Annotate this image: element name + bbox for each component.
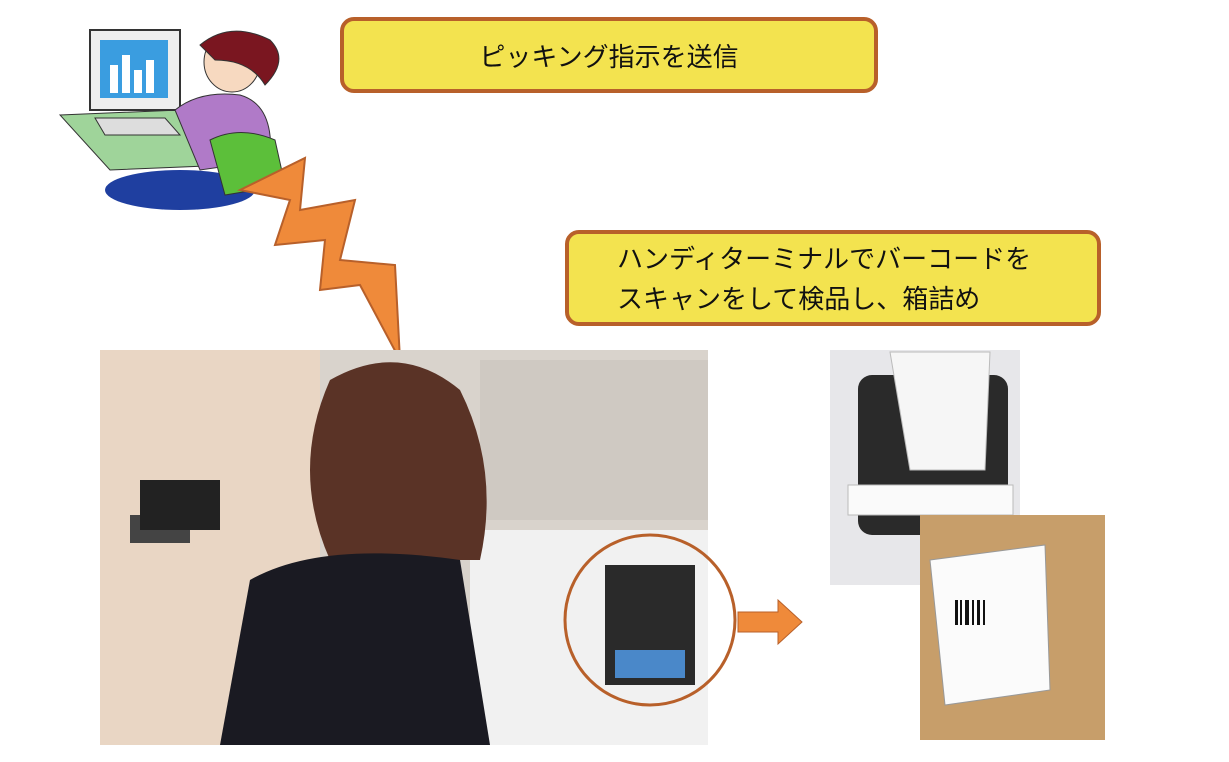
send-picking-instruction-label: ピッキング指示を送信 (340, 17, 878, 93)
middle-label-line-1: ハンディターミナルでバーコードを (617, 245, 1032, 275)
right-arrow-icon (737, 598, 803, 646)
warehouse-picking-photo (100, 350, 708, 745)
shipping-box-label-photo (920, 515, 1105, 740)
operator-computer-clipart (58, 29, 286, 210)
lightning-bolt-icon (236, 156, 401, 361)
scan-and-pack-label: ハンディターミナルでバーコードを スキャンをして検品し、箱詰め (565, 230, 1101, 326)
middle-label-line-2: スキャンをして検品し、箱詰め (617, 285, 981, 315)
top-label-text: ピッキング指示を送信 (479, 42, 739, 73)
printer-highlight-circle (563, 533, 737, 707)
